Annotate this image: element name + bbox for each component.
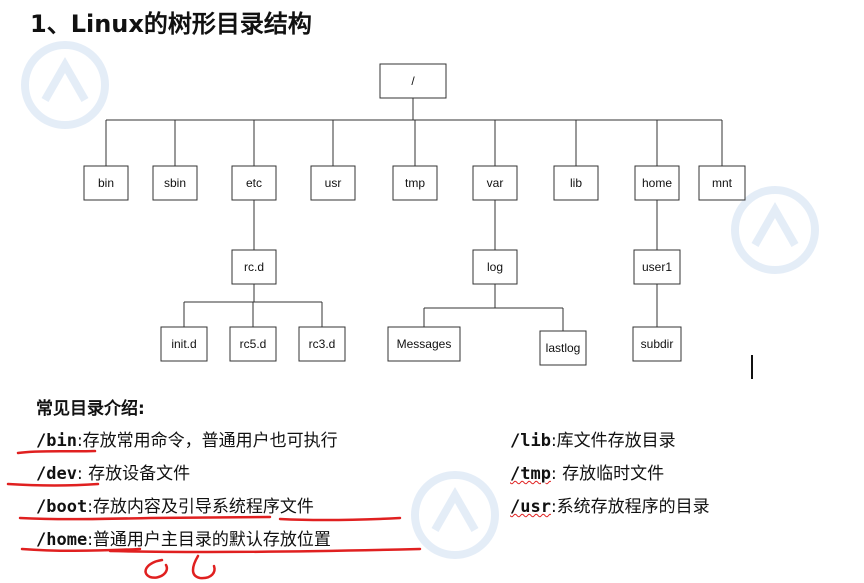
tree-node-rc5d[interactable]: rc5.d (229, 326, 277, 362)
tree-node-root[interactable]: / (379, 63, 447, 99)
node-label: subdir (641, 337, 674, 351)
node-label: / (411, 74, 415, 88)
tree-node-mnt[interactable]: mnt (698, 165, 746, 201)
node-box (472, 249, 518, 285)
node-box (698, 165, 746, 201)
desc-text: :普通用户主目录的默认存放位置 (87, 530, 331, 550)
desc-text: : 存放临时文件 (550, 464, 665, 484)
node-box (539, 330, 587, 366)
tree-node-sbin[interactable]: sbin (152, 165, 198, 201)
node-label: rc5.d (240, 337, 267, 351)
cursor-bar-icon (751, 355, 753, 379)
tree-node-lib[interactable]: lib (553, 165, 599, 201)
node-label: mnt (712, 176, 733, 190)
node-box (472, 165, 518, 201)
node-box (83, 165, 129, 201)
node-box (553, 165, 599, 201)
section-heading: 常见目录介绍: (36, 399, 145, 419)
desc-path: /bin (36, 431, 77, 451)
node-box (379, 63, 447, 99)
tree-node-rc3d[interactable]: rc3.d (298, 326, 346, 362)
desc-tmp: /tmp: 存放临时文件 (510, 459, 664, 484)
node-label: sbin (164, 176, 186, 190)
node-label: lastlog (546, 341, 581, 355)
node-box (231, 165, 277, 201)
desc-text: : 存放设备文件 (76, 464, 191, 484)
node-label: tmp (405, 176, 425, 190)
watermark-logo-icon (21, 41, 109, 129)
node-label: home (642, 176, 672, 190)
tree-node-var[interactable]: var (472, 165, 518, 201)
node-label: user1 (642, 260, 672, 274)
desc-boot: /boot:存放内容及引导系统程序文件 (36, 492, 314, 517)
tree-node-home[interactable]: home (634, 165, 680, 201)
watermark-logo-icon (411, 471, 499, 559)
desc-text: :系统存放程序的目录 (550, 497, 710, 517)
desc-path: /lib (510, 431, 551, 451)
node-box (231, 249, 277, 285)
node-label: rc.d (244, 260, 264, 274)
desc-text: :存放内容及引导系统程序文件 (87, 497, 314, 517)
tree-node-bin[interactable]: bin (83, 165, 129, 201)
tree-node-user1[interactable]: user1 (633, 249, 681, 285)
node-box (634, 165, 680, 201)
node-label: bin (98, 176, 114, 190)
tree-node-rcd[interactable]: rc.d (231, 249, 277, 285)
tree-node-log[interactable]: log (472, 249, 518, 285)
node-label: var (487, 176, 504, 190)
node-label: etc (246, 176, 262, 190)
tree-node-usr[interactable]: usr (310, 165, 356, 201)
node-box (633, 249, 681, 285)
node-label: lib (570, 176, 582, 190)
tree-node-etc[interactable]: etc (231, 165, 277, 201)
node-label: init.d (171, 337, 196, 351)
page-title: 1、Linux的树形目录结构 (30, 10, 312, 38)
node-box (310, 165, 356, 201)
desc-dev: /dev: 存放设备文件 (36, 459, 190, 484)
node-label: rc3.d (309, 337, 336, 351)
node-box (387, 326, 461, 362)
watermark-logo-icon (731, 186, 819, 274)
desc-path: /usr (510, 497, 551, 517)
desc-path: /boot (36, 497, 88, 517)
tree-node-messages[interactable]: Messages (387, 326, 461, 362)
desc-path: /home (36, 530, 88, 550)
directory-tree-diagram: / bin sbin etc usr tmp var lib home mnt rc.d init.d… (83, 63, 746, 366)
tree-node-tmp[interactable]: tmp (392, 165, 438, 201)
desc-path: /tmp (510, 464, 551, 484)
desc-usr: /usr:系统存放程序的目录 (510, 492, 710, 517)
tree-node-initd[interactable]: init.d (160, 326, 208, 362)
node-box (392, 165, 438, 201)
desc-text: :库文件存放目录 (550, 431, 676, 451)
node-label: log (487, 260, 503, 274)
desc-lib: /lib:库文件存放目录 (510, 426, 676, 451)
node-label: Messages (397, 337, 452, 351)
desc-bin: /bin:存放常用命令，普通用户也可执行 (36, 426, 338, 451)
node-box (632, 326, 682, 362)
node-box (160, 326, 208, 362)
desc-text: :存放常用命令，普通用户也可执行 (76, 431, 338, 451)
node-box (229, 326, 277, 362)
tree-node-subdir[interactable]: subdir (632, 326, 682, 362)
node-box (152, 165, 198, 201)
node-label: usr (325, 176, 342, 190)
tree-node-lastlog[interactable]: lastlog (539, 330, 587, 366)
node-box (298, 326, 346, 362)
desc-home: /home:普通用户主目录的默认存放位置 (36, 525, 331, 550)
desc-path: /dev (36, 464, 77, 484)
